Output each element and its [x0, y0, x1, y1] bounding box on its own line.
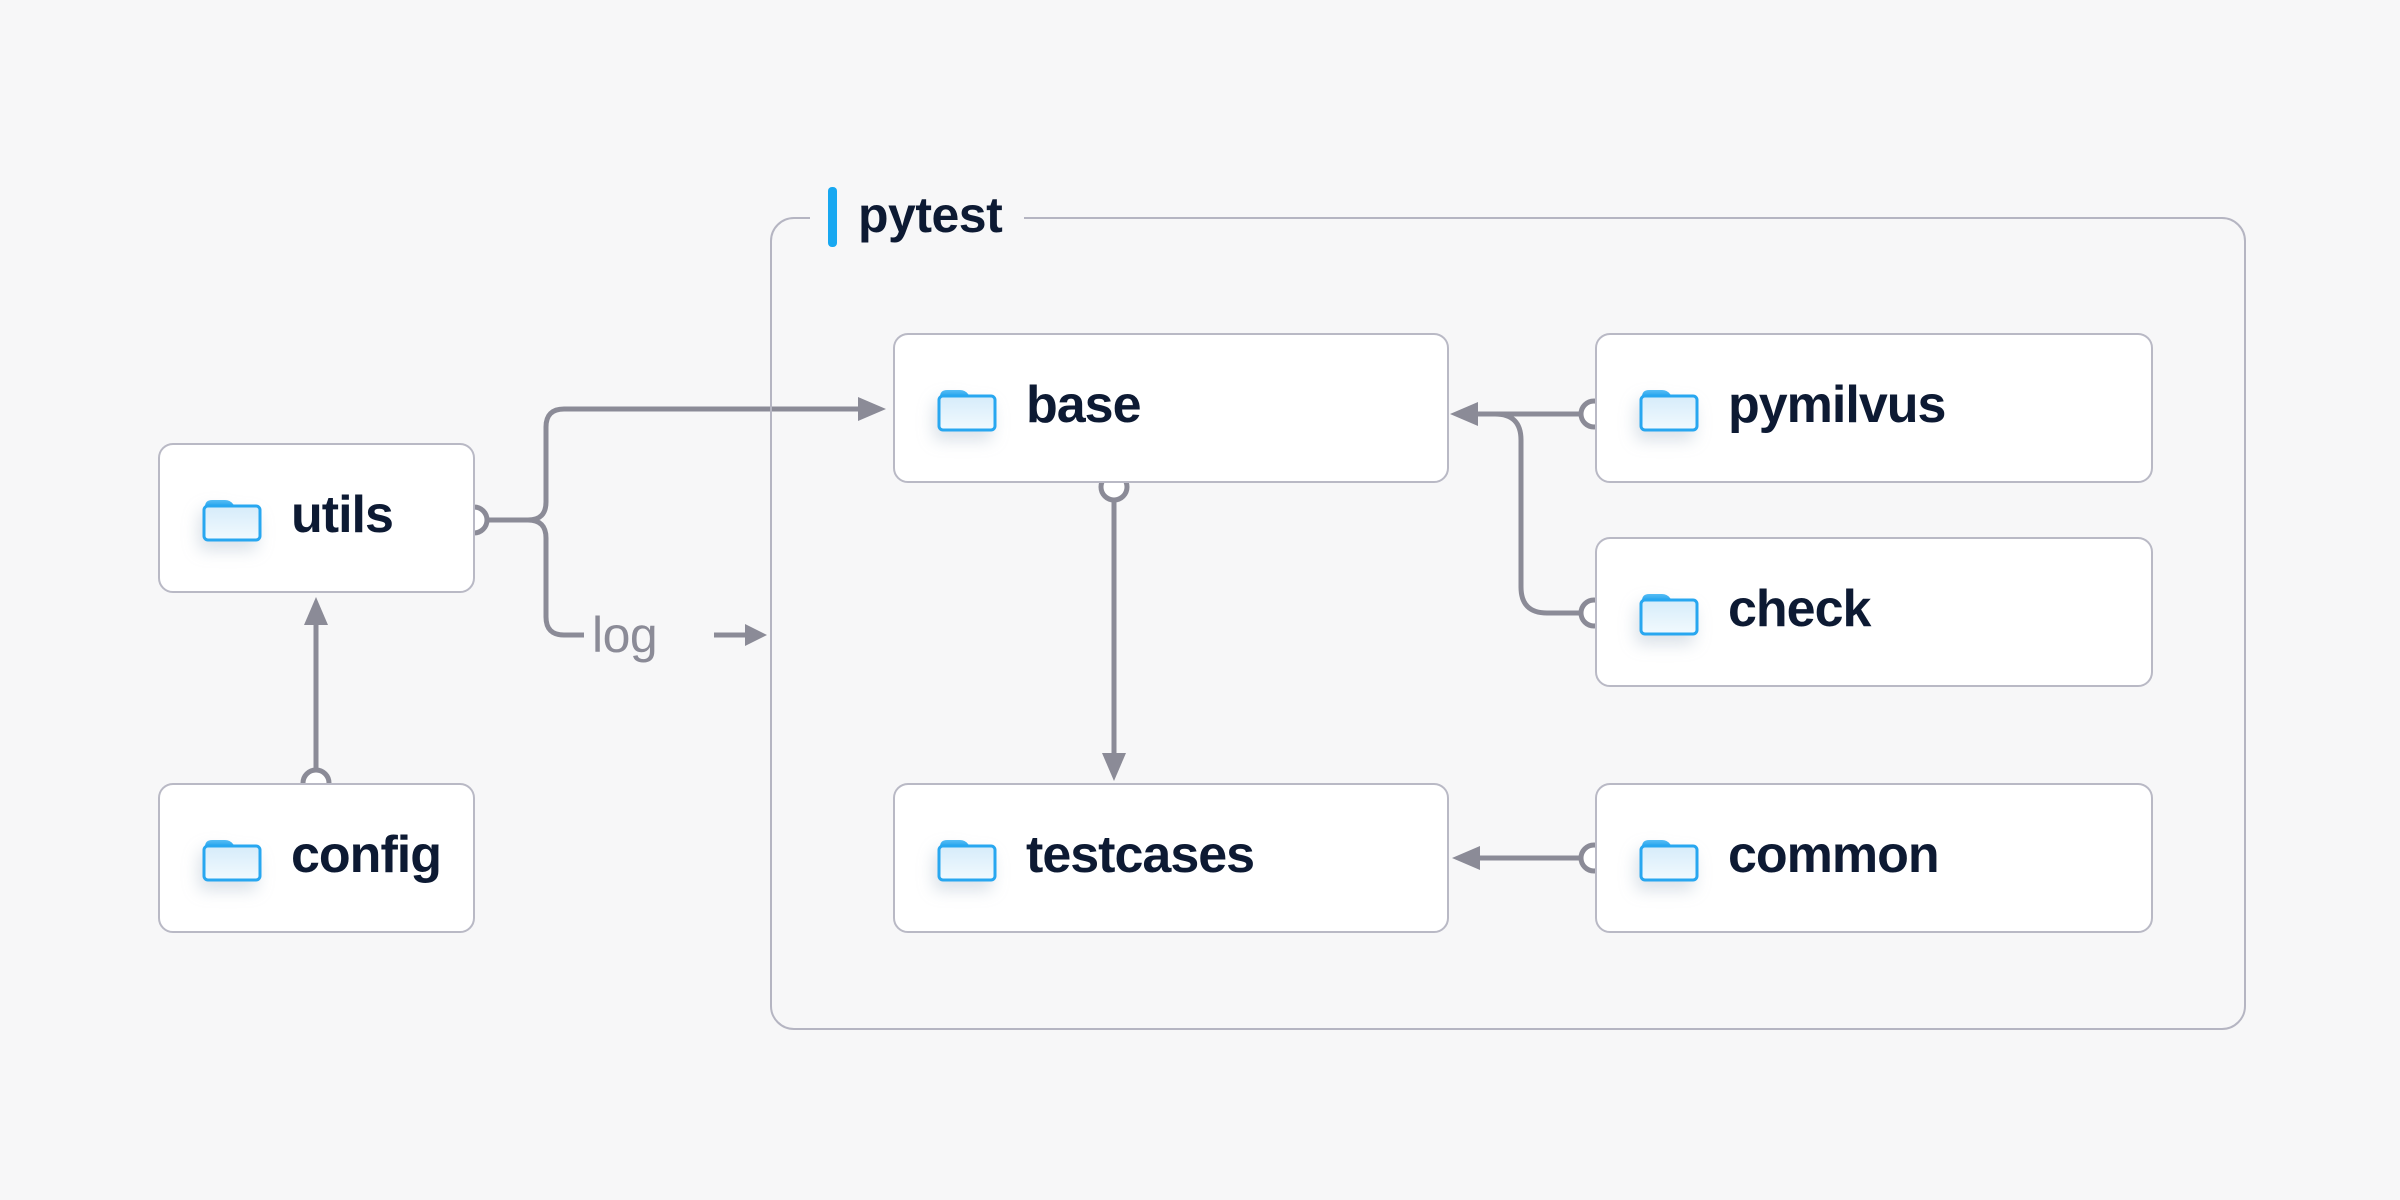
node-base: base: [893, 333, 1449, 483]
edge-label-log: log: [592, 607, 658, 663]
node-common: common: [1595, 783, 2153, 933]
group-label-text: pytest: [858, 187, 1003, 243]
node-label: utils: [291, 486, 394, 544]
node-label: config: [291, 826, 442, 884]
accent-bar-icon: [828, 187, 837, 247]
arrowhead-log: [745, 624, 767, 646]
pytest-group-box: [770, 217, 2246, 1030]
folder-icon: [937, 390, 997, 432]
folder-icon: [202, 500, 262, 542]
node-label: pymilvus: [1728, 376, 1946, 434]
folder-icon: [1639, 840, 1699, 882]
node-label: common: [1728, 826, 1940, 884]
node-label: check: [1728, 580, 1871, 638]
pytest-group-label: pytest: [810, 185, 1025, 249]
node-label: testcases: [1026, 826, 1255, 884]
arrowhead-config-utils: [304, 597, 328, 625]
node-utils: utils: [158, 443, 475, 593]
edge-utils-log: [486, 517, 584, 638]
node-pymilvus: pymilvus: [1595, 333, 2153, 483]
node-label: base: [1026, 376, 1142, 434]
folder-icon: [1639, 390, 1699, 432]
folder-icon: [937, 840, 997, 882]
node-config: config: [158, 783, 475, 933]
folder-icon: [202, 840, 262, 882]
node-check: check: [1595, 537, 2153, 687]
node-testcases: testcases: [893, 783, 1449, 933]
folder-icon: [1639, 594, 1699, 636]
